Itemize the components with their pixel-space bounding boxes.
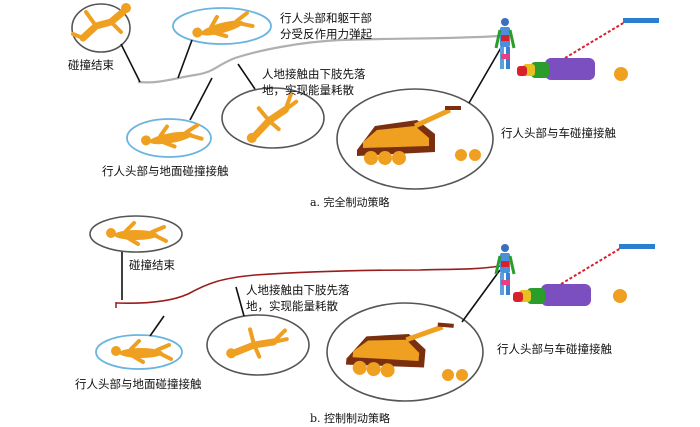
standing-pedestrian-icon [494, 242, 516, 297]
vehicle-icon [512, 243, 656, 307]
label-ground-landing-b-line2: 地，实现能量耗散 [246, 299, 338, 313]
label-ground-landing-b-line1: 人地接触由下肢先落 [246, 283, 350, 297]
standing-pedestrian-icon [494, 16, 516, 71]
label-collision-end-a: 碰撞结束 [68, 58, 114, 72]
caption-panel-b: b. 控制制动策略 [310, 412, 391, 425]
vehicle-icon [516, 17, 660, 81]
label-rebound-line1: 行人头部和躯干部 [280, 11, 372, 25]
label-collision-end-b: 碰撞结束 [129, 258, 175, 272]
panel-a [72, 3, 660, 190]
caption-panel-a: a. 完全制动策略 [310, 196, 390, 209]
label-ground-landing-a-line2: 地，实现能量耗散 [262, 83, 354, 97]
label-rebound-line2: 分受反作用力弹起 [280, 27, 372, 41]
label-head-vehicle-b: 行人头部与车碰撞接触 [497, 342, 612, 356]
label-head-ground-a: 行人头部与地面碰撞接触 [102, 164, 229, 178]
label-head-vehicle-a: 行人头部与车碰撞接触 [501, 126, 616, 140]
trajectory-line-a [137, 34, 501, 84]
panel-b [89, 215, 656, 402]
label-head-ground-b: 行人头部与地面碰撞接触 [75, 377, 202, 391]
label-ground-landing-a-line1: 人地接触由下肢先落 [262, 67, 366, 81]
trajectory-line-b [115, 265, 501, 305]
